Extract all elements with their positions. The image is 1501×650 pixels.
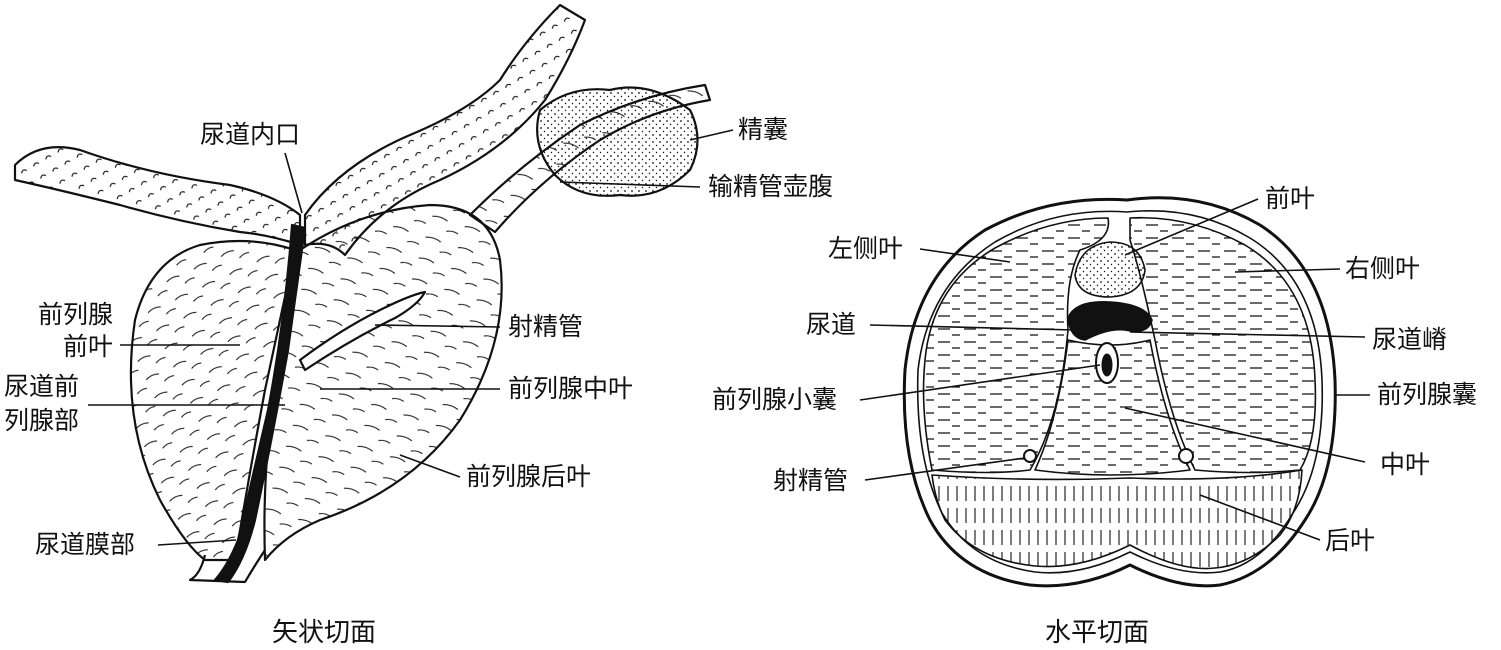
label-prostate-capsule: 前列腺囊 — [1377, 380, 1478, 409]
horizontal-anterior-lobe — [1074, 241, 1146, 298]
label-anterior-lobe-line2: 前叶 — [62, 332, 113, 361]
horizontal-ejac-duct-right — [1178, 448, 1194, 464]
label-prostatic-utricle: 前列腺小囊 — [712, 385, 838, 414]
caption-horizontal: 水平切面 — [1045, 618, 1150, 648]
horizontal-middle-lobe — [1034, 339, 1191, 476]
label-prostatic-urethra-line1: 尿道前 — [4, 372, 80, 401]
horizontal-utricle-core — [1101, 353, 1113, 377]
label-anterior-lobe-line1: 前列腺 — [37, 300, 113, 329]
label-urethral-crest: 尿道嵴 — [1372, 325, 1448, 354]
capsule-inner — [916, 209, 1324, 574]
label-h-posterior-lobe: 后叶 — [1325, 526, 1376, 555]
label-middle-lobe: 前列腺中叶 — [508, 374, 634, 403]
label-internal-urethral-orifice: 尿道内口 — [200, 120, 301, 149]
label-posterior-lobe: 前列腺后叶 — [466, 462, 592, 491]
label-h-ejaculatory-duct: 射精管 — [773, 466, 849, 495]
sagittal-membranous-tail — [188, 549, 266, 584]
horizontal-ejac-duct-left — [1023, 449, 1037, 463]
left-lateral-lobe — [922, 217, 1110, 474]
label-prostatic-urethra-line2: 列腺部 — [4, 406, 80, 435]
label-h-middle-lobe: 中叶 — [1380, 450, 1431, 479]
leader-lines — [88, 129, 1370, 546]
label-h-anterior-lobe: 前叶 — [1265, 184, 1316, 213]
label-ampulla-vas-deferens: 输精管壶腹 — [708, 172, 834, 201]
label-left-lateral-lobe: 左侧叶 — [828, 234, 904, 263]
label-membranous-urethra: 尿道膜部 — [35, 530, 136, 559]
bladder-wall-left — [13, 146, 302, 247]
sagittal-drawing — [13, 3, 712, 584]
capsule-outer — [902, 196, 1337, 588]
label-right-lateral-lobe: 右侧叶 — [1345, 254, 1421, 283]
horizontal-urethra — [1067, 301, 1153, 341]
label-ejaculatory-duct: 射精管 — [508, 312, 584, 341]
sagittal-ejaculatory-duct — [298, 290, 427, 372]
horizontal-posterior-lobe — [931, 469, 1303, 570]
horizontal-drawing — [902, 196, 1337, 588]
caption-sagittal: 矢状切面 — [272, 618, 377, 648]
sagittal-seminal-vesicle — [536, 86, 699, 197]
label-h-urethra: 尿道 — [806, 310, 857, 339]
label-seminal-vesicle: 精囊 — [738, 115, 789, 144]
